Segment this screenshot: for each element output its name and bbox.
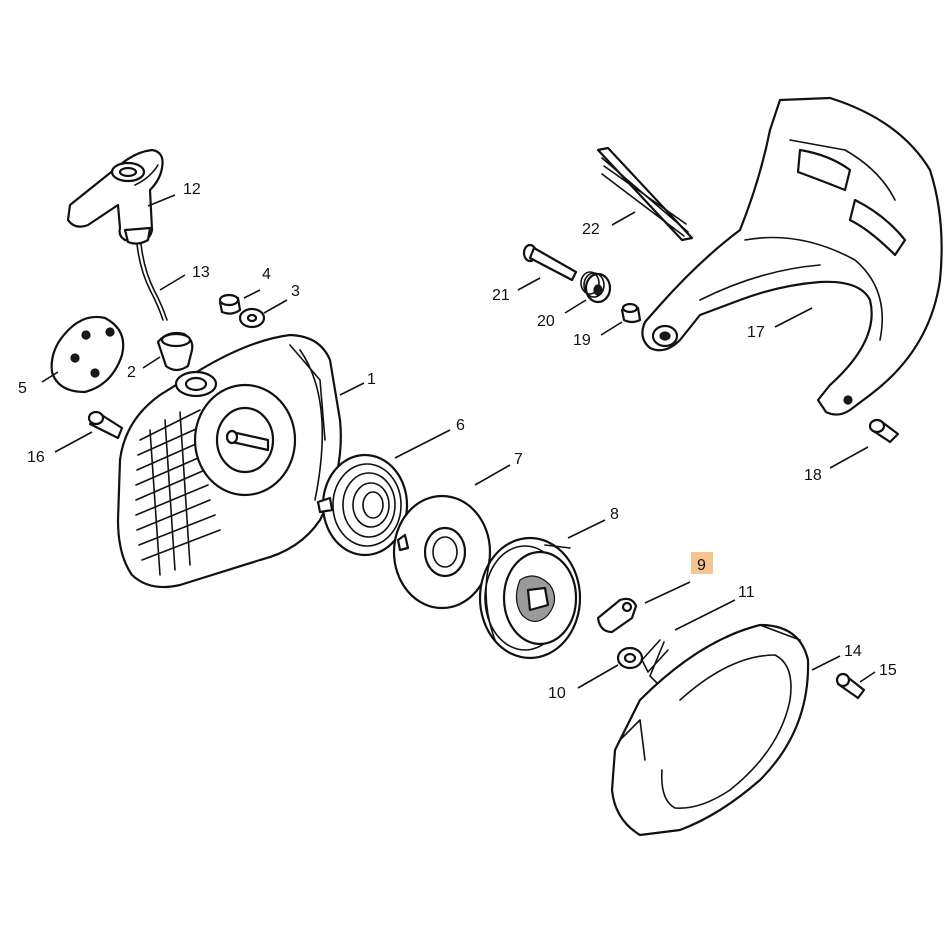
callout-9-highlight xyxy=(691,552,713,574)
callout-3: 3 xyxy=(291,283,300,300)
part-6-rewind-spring xyxy=(316,453,409,557)
leader-11 xyxy=(674,599,736,631)
part-19-nut xyxy=(620,302,642,324)
callout-12: 12 xyxy=(183,181,201,198)
part-17-hand-guard xyxy=(641,96,943,416)
callout-19: 19 xyxy=(573,332,591,349)
part-3-washer xyxy=(238,307,266,329)
part-13-starter-rope xyxy=(136,243,168,321)
part-9-pawl xyxy=(596,597,638,634)
leader-16 xyxy=(54,431,93,453)
leader-22 xyxy=(611,211,636,226)
callout-2: 2 xyxy=(127,364,136,381)
callout-18: 18 xyxy=(804,467,822,484)
part-8-rope-rotor xyxy=(478,536,582,660)
leader-lines xyxy=(41,194,876,689)
callout-4: 4 xyxy=(262,266,271,283)
callout-22: 22 xyxy=(582,221,600,238)
part-7-spring-cover xyxy=(392,494,492,610)
part-14-fan-cover xyxy=(610,623,810,837)
leader-14 xyxy=(811,655,841,671)
callout-5: 5 xyxy=(18,380,27,397)
callout-7: 7 xyxy=(514,451,523,468)
leader-17 xyxy=(774,307,813,328)
callout-16: 16 xyxy=(27,449,45,466)
part-4-screw xyxy=(218,293,242,315)
part-18-screw xyxy=(868,418,900,444)
leader-10 xyxy=(577,664,619,689)
part-21-bolt xyxy=(522,243,578,282)
callout-1: 1 xyxy=(367,371,376,388)
callout-8: 8 xyxy=(610,506,619,523)
callout-11: 11 xyxy=(738,584,755,601)
leader-3 xyxy=(263,299,288,314)
leader-4 xyxy=(243,289,261,299)
leader-2 xyxy=(142,356,161,369)
callout-15: 15 xyxy=(879,662,897,679)
leader-7 xyxy=(474,464,511,486)
part-2-rope-guide-bush xyxy=(156,331,194,372)
part-16-screw xyxy=(87,410,124,440)
leader-9 xyxy=(644,581,691,604)
callout-6: 6 xyxy=(456,417,465,434)
leader-5 xyxy=(41,371,59,383)
part-12-starter-grip xyxy=(66,148,164,245)
leader-6 xyxy=(394,429,451,459)
callout-10: 10 xyxy=(548,685,566,702)
callout-9: 9 xyxy=(697,557,706,574)
part-15-screw xyxy=(835,672,866,700)
part-1-fan-housing xyxy=(116,333,342,589)
leader-18 xyxy=(829,446,869,469)
callout-13: 13 xyxy=(192,264,210,281)
leader-19 xyxy=(600,321,623,336)
part-20-spring xyxy=(580,271,612,304)
leader-1 xyxy=(339,382,365,396)
leader-20 xyxy=(564,299,587,314)
leader-12 xyxy=(147,194,176,207)
callout-17: 17 xyxy=(747,324,765,341)
leader-13 xyxy=(159,274,186,291)
leader-21 xyxy=(517,277,541,291)
callout-14: 14 xyxy=(844,643,862,660)
part-22-decal xyxy=(596,146,694,242)
part-10-washer xyxy=(616,646,644,670)
part-11-spring-clip xyxy=(641,639,669,685)
part-5-cover-disc xyxy=(50,315,125,394)
leader-8 xyxy=(567,519,606,539)
callout-numbers: 12 13 4 3 5 2 1 16 6 7 8 9 11 10 14 15 2… xyxy=(18,181,897,702)
leader-15 xyxy=(859,671,876,683)
callout-21: 21 xyxy=(492,287,510,304)
callout-20: 20 xyxy=(537,313,555,330)
